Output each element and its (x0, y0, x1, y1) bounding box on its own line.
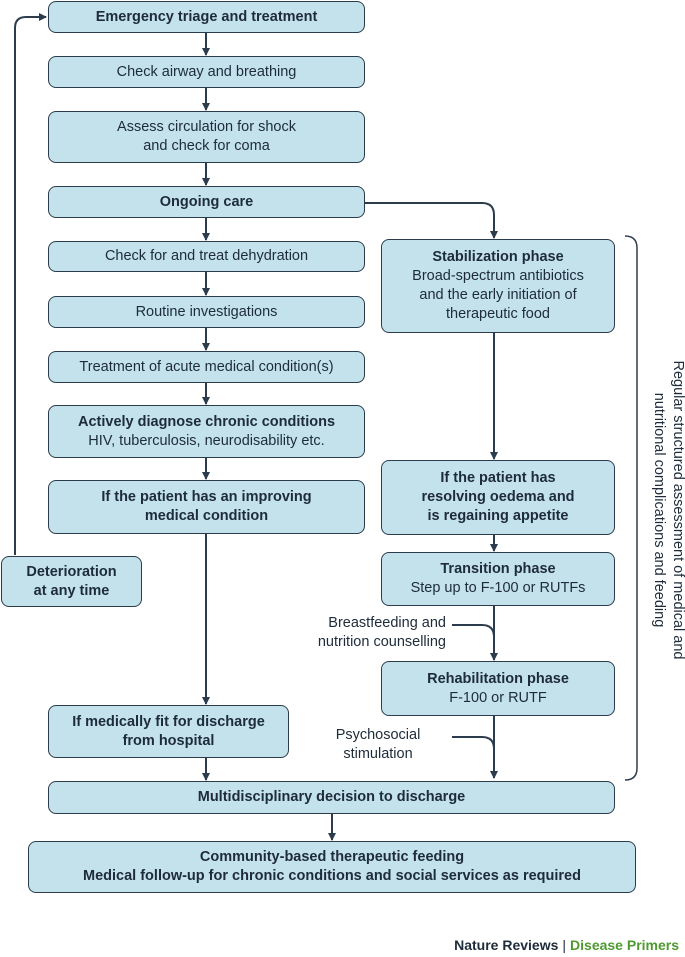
deterioration-line-2: at any time (33, 582, 110, 599)
stabilization-phase-title: Stabilization phase (432, 249, 564, 265)
psychosocial-line-1: Psychosocial (335, 727, 421, 743)
chronic-conditions-detail: HIV, tuberculosis, neurodisability etc. (88, 432, 325, 449)
journal-name: Nature Reviews (454, 937, 559, 953)
stabilization-phase-detail-3: therapeutic food (446, 306, 550, 322)
rehabilitation-phase-detail: F-100 or RUTF (449, 689, 547, 706)
psychosocial-line-2: stimulation (343, 746, 413, 762)
breastfeeding-line-2: nutrition counselling (317, 634, 446, 650)
transition-phase-box: Transition phase Step up to F-100 or RUT… (381, 552, 615, 606)
dehydration-label: Check for and treat dehydration (104, 248, 309, 264)
acute-condition-label: Treatment of acute medical condition(s) (79, 358, 334, 375)
dehydration-box: Check for and treat dehydration (48, 241, 365, 272)
breastfeeding-label: Breastfeeding and nutrition counselling (280, 614, 446, 652)
stabilization-phase-box: Stabilization phase Broad-spectrum antib… (381, 239, 615, 333)
footer-separator: | (562, 937, 567, 953)
assess-circulation-line-2: and check for coma (143, 138, 270, 154)
resolving-oedema-line-2: resolving oedema and (421, 489, 575, 505)
improving-condition-line-1: If the patient has an improving (101, 489, 312, 505)
ongoing-care-label: Ongoing care (159, 193, 254, 210)
rehabilitation-phase-box: Rehabilitation phase F-100 or RUTF (381, 661, 615, 716)
deterioration-box: Deterioration at any time (1, 556, 142, 607)
assess-circulation-box: Assess circulation for shock and check f… (48, 111, 365, 163)
check-airway-label: Check airway and breathing (116, 63, 297, 80)
multidisciplinary-label: Multidisciplinary decision to discharge (197, 789, 466, 805)
improving-condition-box: If the patient has an improving medical … (48, 480, 365, 534)
improving-condition-line-2: medical condition (144, 508, 269, 524)
assessment-vertical-label: Regular structured assessment of medical… (649, 300, 685, 720)
deterioration-line-1: Deterioration (26, 563, 117, 580)
journal-footer: Nature Reviews|Disease Primers (454, 937, 679, 953)
assessment-bracket (624, 235, 638, 781)
rehabilitation-phase-title: Rehabilitation phase (427, 670, 569, 687)
medically-fit-box: If medically fit for discharge from hosp… (48, 705, 289, 758)
transition-phase-detail: Step up to F-100 or RUTFs (410, 580, 586, 596)
breastfeeding-line-1: Breastfeeding and (328, 615, 446, 631)
emergency-triage-box: Emergency triage and treatment (48, 1, 365, 33)
arrow-breastfeeding-merge (452, 624, 495, 638)
multidisciplinary-box: Multidisciplinary decision to discharge (48, 781, 615, 814)
section-name: Disease Primers (570, 937, 679, 953)
medically-fit-line-2: from hospital (122, 732, 215, 749)
assessment-label-line-2: nutritional complications and feeding (651, 392, 667, 628)
community-feeding-line-2: Medical follow-up for chronic conditions… (83, 868, 581, 884)
resolving-oedema-line-1: If the patient has (440, 470, 556, 486)
routine-investigations-box: Routine investigations (48, 296, 365, 328)
emergency-triage-label: Emergency triage and treatment (95, 8, 318, 25)
arrow-deterioration-to-emergency (14, 13, 47, 555)
acute-condition-box: Treatment of acute medical condition(s) (48, 351, 365, 383)
medically-fit-line-1: If medically fit for discharge (72, 713, 265, 730)
arrow-ongoing-to-stabilization (365, 202, 498, 239)
psychosocial-label: Psychosocial stimulation (310, 726, 446, 764)
ongoing-care-box: Ongoing care (48, 186, 365, 218)
resolving-oedema-line-3: is regaining appetite (427, 508, 569, 524)
chronic-conditions-box: Actively diagnose chronic conditions HIV… (48, 405, 365, 458)
community-feeding-line-1: Community-based therapeutic feeding (199, 849, 465, 865)
chronic-conditions-title: Actively diagnose chronic conditions (77, 413, 336, 430)
assessment-label-line-1: Regular structured assessment of medical… (670, 360, 685, 660)
community-feeding-box: Community-based therapeutic feeding Medi… (28, 841, 636, 893)
transition-phase-title: Transition phase (440, 561, 556, 577)
routine-investigations-label: Routine investigations (135, 303, 278, 320)
arrow-psychosocial-merge (452, 736, 495, 750)
check-airway-box: Check airway and breathing (48, 56, 365, 88)
resolving-oedema-box: If the patient has resolving oedema and … (381, 460, 615, 535)
assess-circulation-line-1: Assess circulation for shock (117, 119, 296, 135)
stabilization-phase-detail-1: Broad-spectrum antibiotics (412, 268, 584, 284)
stabilization-phase-detail-2: and the early initiation of (419, 287, 577, 303)
